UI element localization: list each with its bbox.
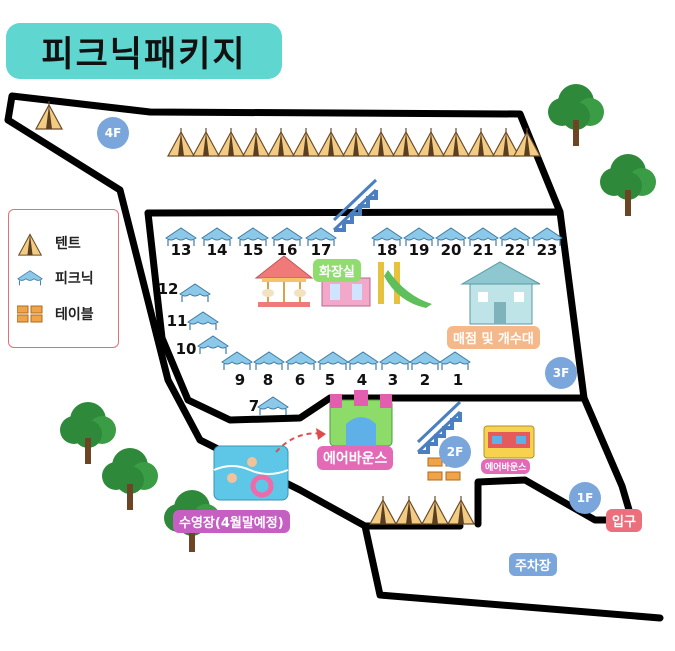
spot-label: 22 (504, 241, 526, 259)
spot-label: 16 (276, 241, 298, 259)
tree-icon (600, 154, 656, 216)
parking-label: 주차장 (509, 553, 557, 576)
tent-icon (17, 233, 43, 256)
picnic-row-bottom (221, 351, 471, 371)
stairs-icon (332, 178, 378, 232)
spot-label: 9 (234, 371, 246, 389)
title-banner: 피크닉패키지 (6, 23, 282, 79)
bounce-castle-small-icon (483, 425, 535, 459)
tree-icon (60, 402, 116, 464)
carousel-icon (254, 255, 314, 307)
floor-badge-2f: 2F (439, 436, 471, 468)
spot-label: 7 (248, 397, 260, 415)
legend-label: 텐트 (55, 236, 81, 252)
store-label: 매점 및 개수대 (447, 326, 540, 349)
bounce-castle-icon (329, 390, 393, 447)
pool-label: 수영장(4월말예정) (173, 510, 290, 533)
store-icon (460, 261, 541, 325)
tree-icon (102, 448, 158, 510)
spot-label: 5 (324, 371, 336, 389)
restroom-icon (321, 277, 371, 307)
spot-label: 10 (175, 340, 197, 358)
air-bounce-small-label: 에어바운스 (481, 459, 531, 474)
spot-label: 23 (536, 241, 558, 259)
pool-icon (213, 445, 289, 501)
legend-item-tent: 텐트 (17, 230, 81, 256)
page-title: 피크닉패키지 (41, 34, 247, 75)
floor-badge-3f: 3F (545, 357, 577, 389)
legend-label: 피크닉 (55, 271, 94, 287)
arrow-icon (316, 428, 326, 440)
spot-label: 8 (262, 371, 274, 389)
spot-label: 15 (242, 241, 264, 259)
spot-label: 21 (472, 241, 494, 259)
spot-label: 6 (294, 371, 306, 389)
table-icon (17, 305, 43, 323)
spot-label: 2 (419, 371, 431, 389)
spot-label: 17 (310, 241, 332, 259)
spot-label: 3 (387, 371, 399, 389)
spot-label: 1 (452, 371, 464, 389)
spot-label: 19 (408, 241, 430, 259)
air-bounce-label: 에어바운스 (317, 446, 394, 470)
legend-item-picnic: 피크닉 (17, 268, 94, 288)
legend-label: 테이블 (55, 307, 94, 323)
spot-label: 4 (356, 371, 368, 389)
spot-label: 14 (206, 241, 228, 259)
tree-icon (548, 84, 604, 146)
entrance-label: 입구 (606, 509, 642, 532)
spot-label: 12 (157, 280, 179, 298)
tent-row-bottom (369, 495, 475, 525)
floor-badge-4f: 4F (97, 117, 129, 149)
picnic-canopy-icon (17, 270, 43, 286)
restroom-label: 화장실 (313, 259, 361, 282)
spot-label: 13 (170, 241, 192, 259)
floor-badge-1f: 1F (569, 482, 601, 514)
legend: 텐트 피크닉 테이블 (8, 209, 119, 348)
spot-label: 11 (166, 312, 188, 330)
legend-item-table: 테이블 (17, 304, 94, 324)
spot-label: 18 (376, 241, 398, 259)
slide-icon (378, 262, 432, 308)
spot-label: 20 (440, 241, 462, 259)
